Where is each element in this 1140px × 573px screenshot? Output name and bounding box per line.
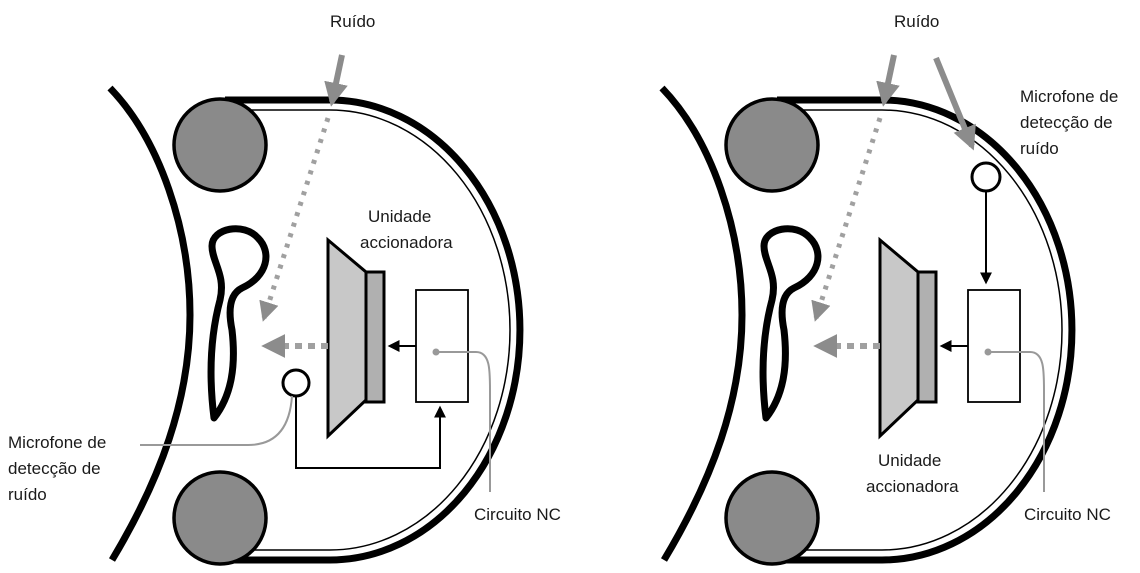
circuit-leader-line (436, 351, 491, 492)
noise-to-mic-arrow (933, 56, 976, 151)
driver-unit-plate (364, 270, 386, 404)
circuit-leader-line (988, 351, 1045, 492)
ear-auricle (207, 225, 270, 422)
label-mic-right-1: Microfone de (1020, 87, 1118, 106)
noise-path-dotted (811, 117, 883, 322)
driver-unit-cone (326, 236, 368, 440)
label-driver-right-2: accionadora (866, 477, 959, 496)
noise-arrow (324, 54, 348, 107)
label-driver-left-2: accionadora (360, 233, 453, 252)
ear-cushion-bottom (724, 470, 820, 566)
label-noise-left: Ruído (330, 12, 375, 31)
nc-circuit-box (415, 289, 469, 403)
label-mic-left-3: ruído (8, 485, 47, 504)
nc-circuit-box (967, 289, 1021, 403)
mic-circle (970, 161, 1002, 193)
driver-unit-cone (878, 236, 920, 440)
ear-cushion-top (724, 97, 820, 193)
label-driver-right-1: Unidade (878, 451, 941, 470)
head-outline (659, 85, 746, 562)
mic-circle (281, 368, 311, 398)
ear-auricle (759, 225, 822, 422)
ear-cushion-top (172, 97, 268, 193)
head-outline (107, 85, 194, 562)
left-diagram: Ruído Unidade accionadora Microfone de d… (8, 12, 561, 566)
right-diagram: Ruído Microfone de detecção de ruído Uni… (659, 12, 1118, 566)
mic-feedback-path (295, 396, 446, 469)
label-circuit-right: Circuito NC (1024, 505, 1111, 524)
driver-unit-plate (916, 270, 938, 404)
noise-path-dotted (259, 117, 331, 322)
ear-cushion-bottom (172, 470, 268, 566)
label-mic-right-3: ruído (1020, 139, 1059, 158)
label-mic-right-2: detecção de (1020, 113, 1113, 132)
label-mic-left-2: detecção de (8, 459, 101, 478)
label-mic-left-1: Microfone de (8, 433, 106, 452)
mic-leader-line (140, 395, 293, 446)
noise-arrow (876, 54, 900, 107)
label-noise-right: Ruído (894, 12, 939, 31)
label-circuit-left: Circuito NC (474, 505, 561, 524)
label-driver-left-1: Unidade (368, 207, 431, 226)
